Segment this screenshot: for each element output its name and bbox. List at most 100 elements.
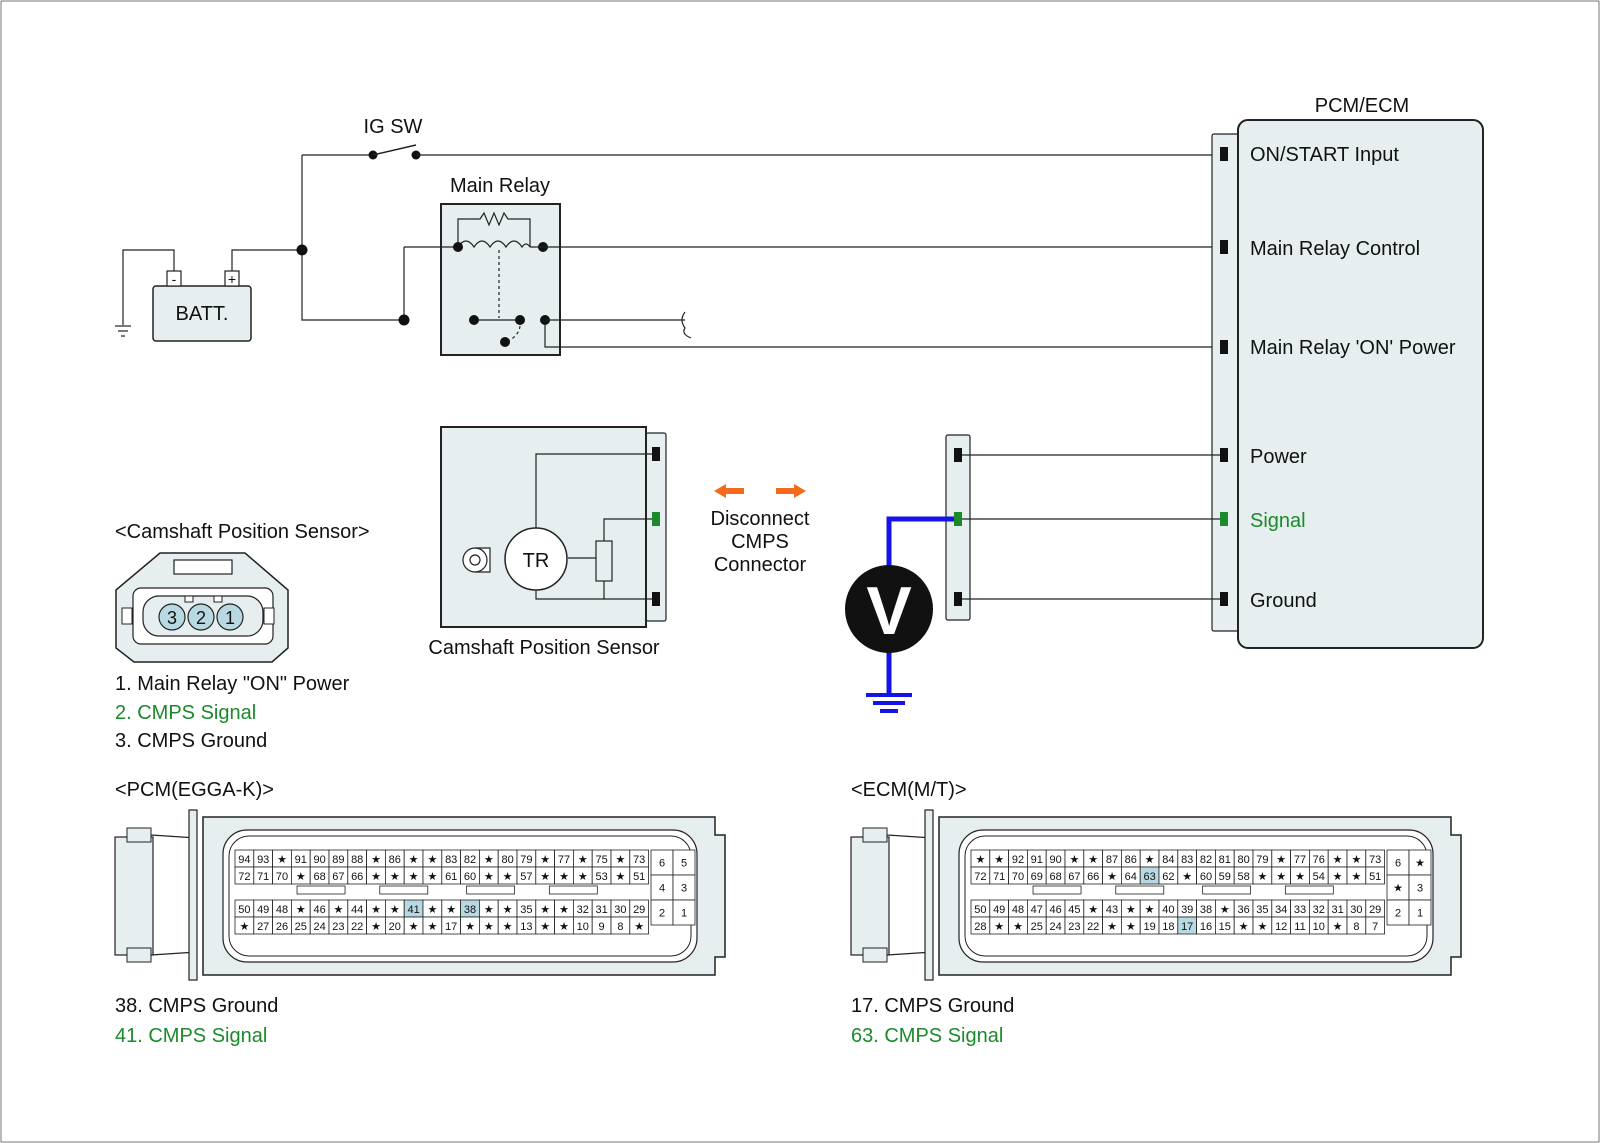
connector-pin-label: 7 <box>1372 921 1378 933</box>
connector-pin-label: 86 <box>1125 854 1137 866</box>
connector-pin-label: ★ <box>484 921 494 933</box>
battery-negative-sign: - <box>172 271 177 287</box>
connector-pin-label: ★ <box>559 921 569 933</box>
connector-pin-label: ★ <box>540 921 550 933</box>
connector-pin-label: 83 <box>445 854 457 866</box>
connector-key-slot <box>1202 885 1252 895</box>
connector-pin-label: 90 <box>1049 854 1061 866</box>
connector-pin-label: 82 <box>1200 854 1212 866</box>
main-relay-label: Main Relay <box>450 175 550 197</box>
relay-terminal <box>469 315 479 325</box>
pin-signal <box>1220 512 1228 526</box>
connector-pin-label: 64 <box>1125 871 1137 883</box>
connector-pin-label: 94 <box>238 854 250 866</box>
harness-pin-ground <box>954 592 962 606</box>
connector-pin-label: 16 <box>1200 921 1212 933</box>
connector-pin-label: ★ <box>1013 921 1023 933</box>
connector-pin-label: ★ <box>427 854 437 866</box>
voltmeter-symbol: V <box>866 573 911 649</box>
connector-pin-label: ★ <box>409 871 419 883</box>
connector-pin-label: 73 <box>1369 854 1381 866</box>
connector-pin-label: ★ <box>1351 871 1361 883</box>
main-relay: Main Relay <box>398 175 561 356</box>
pcm-ecm-label: PCM/ECM <box>1315 95 1409 117</box>
connector-pin-label: 58 <box>1237 871 1249 883</box>
connector-pin-label: 66 <box>1087 871 1099 883</box>
battery-positive-sign: + <box>228 271 236 287</box>
connector-pin-label: 75 <box>595 854 607 866</box>
connector-pin-label: 20 <box>389 921 401 933</box>
connector-pin-label: 18 <box>1162 921 1174 933</box>
connector-pin-label: 35 <box>520 904 532 916</box>
connector-pin-label: ★ <box>484 854 494 866</box>
connector-pin-label: ★ <box>578 871 588 883</box>
pin-on-start <box>1220 147 1228 161</box>
connector-tab <box>862 947 888 963</box>
connector-side-cell <box>672 899 696 926</box>
connector-pin-label: 35 <box>1256 904 1268 916</box>
connector-pin-label: 79 <box>1256 854 1268 866</box>
connector-pin-label: ★ <box>1295 871 1305 883</box>
connector-pin-label: ★ <box>296 871 306 883</box>
connector-pin-label: 33 <box>1294 904 1306 916</box>
connector-pin-label: ★ <box>371 921 381 933</box>
connector-pin-label: 38 <box>464 904 476 916</box>
battery-ground-wire <box>115 249 175 337</box>
connector-pin-label: 93 <box>257 854 269 866</box>
cmps-legend: 1. Main Relay "ON" Power 2. CMPS Signal … <box>115 673 350 752</box>
connector-side-pin-label: 6 <box>1395 858 1401 870</box>
sensor-pin-3 <box>652 592 660 606</box>
connector-pin-label: ★ <box>540 904 550 916</box>
connector-pin-label: 68 <box>1049 871 1061 883</box>
connector-pin-label: ★ <box>371 904 381 916</box>
connector-pin-label: ★ <box>540 854 550 866</box>
on-start-input-label: ON/START Input <box>1250 144 1399 166</box>
connector-pin-label: ★ <box>446 904 456 916</box>
connector-pin-label: 23 <box>332 921 344 933</box>
connector-pin-label: ★ <box>1220 904 1230 916</box>
connector-pin-label: ★ <box>1182 871 1192 883</box>
connector-tab <box>126 947 152 963</box>
connector-key-slot <box>548 885 598 895</box>
connector-pin-label: 91 <box>1031 854 1043 866</box>
cmps-pin-3 <box>158 603 186 631</box>
connector-pin-label: ★ <box>1107 871 1117 883</box>
connector-pin-label: 91 <box>295 854 307 866</box>
ig-switch-label: IG SW <box>364 116 423 138</box>
connector-pin-label: 90 <box>313 854 325 866</box>
connector-pin-label: 32 <box>577 904 589 916</box>
connector-side-pin-label: 6 <box>659 858 665 870</box>
pin-power <box>1220 448 1228 462</box>
connector-pin-label: ★ <box>296 904 306 916</box>
connector-side-pin-label: 2 <box>1395 908 1401 920</box>
connector-pin-label: ★ <box>1333 854 1343 866</box>
pcm-connector-title: <PCM(EGGA-K)> <box>115 779 274 801</box>
connector-cell <box>629 866 649 885</box>
connector-pin-label: 45 <box>1068 904 1080 916</box>
connector-pin-label: ★ <box>559 904 569 916</box>
connector-pin-label: ★ <box>1145 904 1155 916</box>
arrow-left-icon <box>714 484 744 498</box>
connector-side-cell <box>1408 899 1432 926</box>
meter-probe-wire <box>886 516 954 568</box>
connector-pin-label: ★ <box>994 854 1004 866</box>
connector-pin-label: ★ <box>1351 854 1361 866</box>
connector-pin-label: 31 <box>1331 904 1343 916</box>
connector-pin-label: 48 <box>1012 904 1024 916</box>
connector-side-pin-label: 3 <box>1417 883 1423 895</box>
connector-pin-label: 51 <box>633 871 645 883</box>
connector-pin-label: 34 <box>1275 904 1287 916</box>
connector-pin-label: ★ <box>540 871 550 883</box>
connector-pin-label: ★ <box>484 871 494 883</box>
connector-key-slot <box>1115 885 1165 895</box>
ig-switch: IG SW <box>364 116 423 160</box>
connector-pin-label: 10 <box>577 921 589 933</box>
connector-pin-label: 22 <box>351 921 363 933</box>
connector-pin-label: 60 <box>464 871 476 883</box>
connector-key-slot <box>1032 885 1082 895</box>
connector-pin-label: 39 <box>1181 904 1193 916</box>
connector-pin-label: ★ <box>465 921 475 933</box>
connector-pin-label: 63 <box>1143 871 1155 883</box>
power-label: Power <box>1250 446 1307 468</box>
